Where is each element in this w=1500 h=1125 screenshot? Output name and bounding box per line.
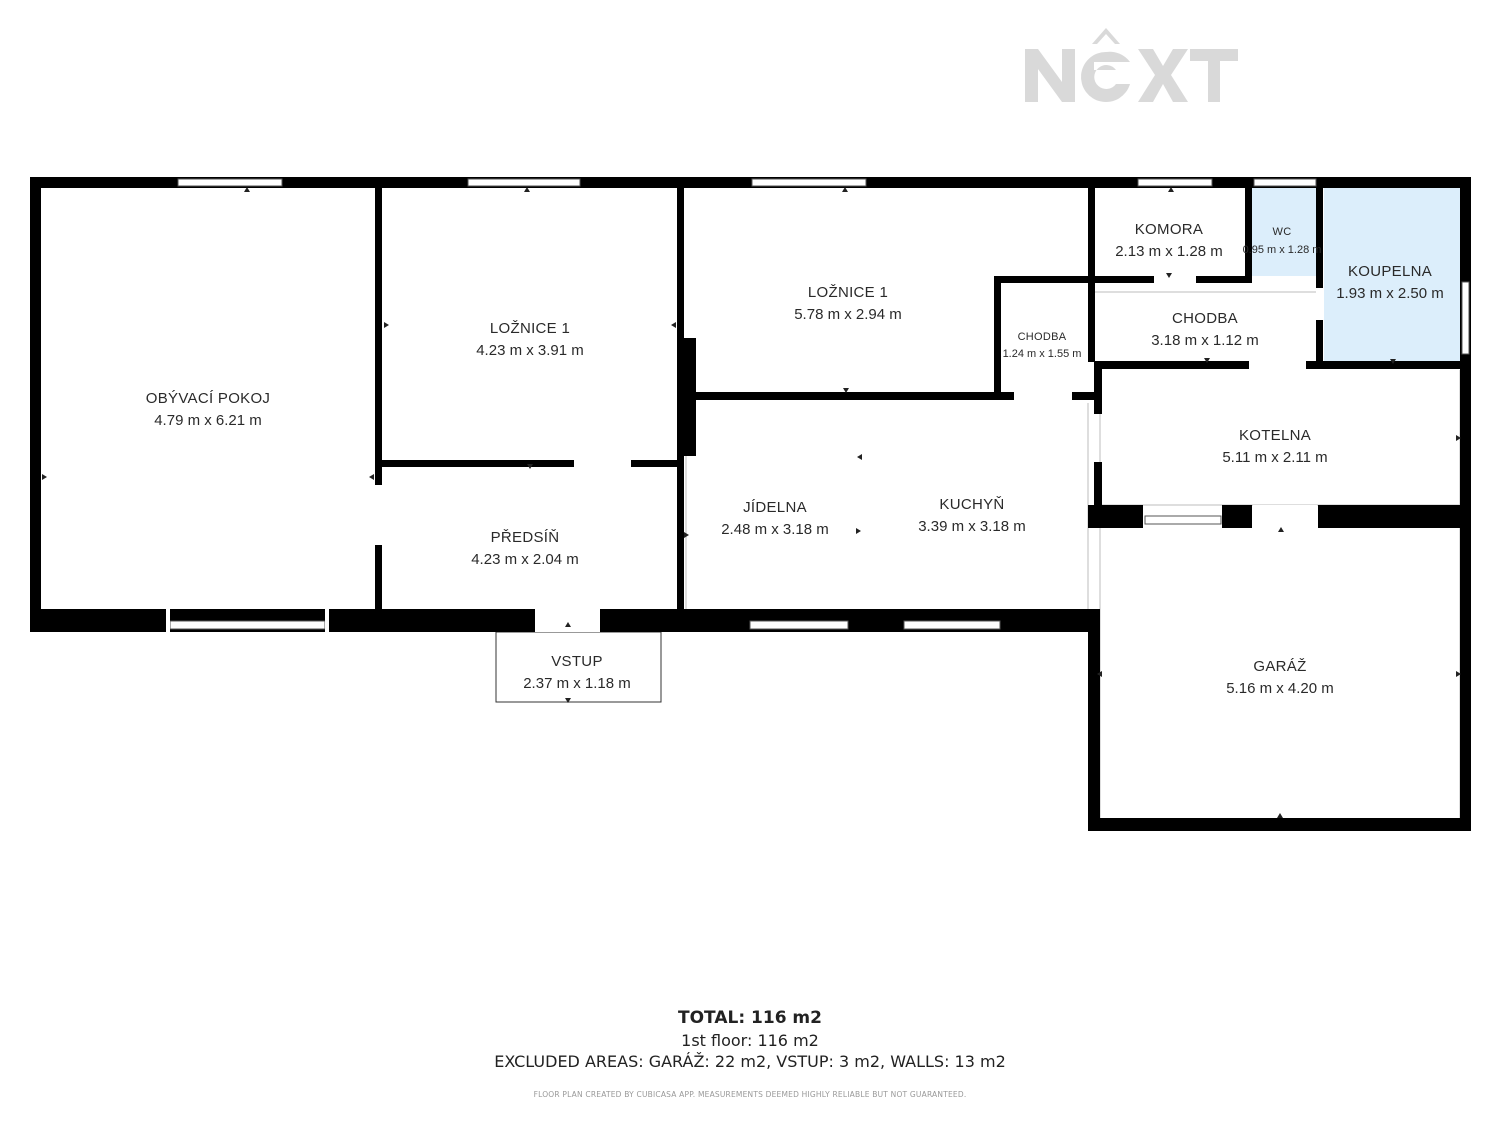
koupelna-fill (1324, 188, 1460, 361)
next-logo (1025, 28, 1238, 102)
room-dims: 5.16 m x 4.20 m (1226, 680, 1334, 697)
room-dims: 2.13 m x 1.28 m (1115, 243, 1223, 260)
room-predsin: PŘEDSÍŇ 4.23 m x 2.04 m (471, 529, 579, 568)
room-dims: 4.23 m x 2.04 m (471, 551, 579, 568)
room-kotelna: KOTELNA 5.11 m x 2.11 m (1222, 427, 1327, 466)
room-chodba-small: CHODBA 1.24 m x 1.55 m (1003, 331, 1082, 360)
room-komora: KOMORA 2.13 m x 1.28 m (1115, 221, 1223, 260)
room-jidelna: JÍDELNA 2.48 m x 3.18 m (721, 499, 829, 538)
total-area: TOTAL: 116 m2 (678, 1008, 822, 1028)
room-dims: 3.39 m x 3.18 m (918, 518, 1026, 535)
measurement-ticks (42, 187, 1461, 818)
room-name: LOŽNICE 1 (490, 320, 570, 337)
room-loznice-b: LOŽNICE 1 5.78 m x 2.94 m (794, 284, 902, 323)
walls (30, 177, 1471, 831)
room-name: KUCHYŇ (939, 496, 1004, 513)
room-name: WC (1273, 226, 1292, 238)
room-dims: 3.18 m x 1.12 m (1151, 332, 1259, 349)
room-name: CHODBA (1172, 310, 1238, 327)
room-name: LOŽNICE 1 (808, 284, 888, 301)
room-dims: 4.79 m x 6.21 m (154, 412, 262, 429)
room-vstup: VSTUP 2.37 m x 1.18 m (523, 653, 631, 692)
room-loznice-a: LOŽNICE 1 4.23 m x 3.91 m (476, 320, 584, 359)
room-wc: WC 0.95 m x 1.28 m (1243, 226, 1322, 256)
room-name: CHODBA (1018, 331, 1067, 343)
wc-fill (1252, 188, 1318, 276)
disclaimer: FLOOR PLAN CREATED BY CUBICASA APP. MEAS… (533, 1090, 967, 1099)
room-kuchyn: KUCHYŇ 3.39 m x 3.18 m (918, 496, 1026, 535)
windows (169, 178, 1470, 630)
room-dims: 2.48 m x 3.18 m (721, 521, 829, 538)
room-dims: 1.24 m x 1.55 m (1003, 348, 1082, 360)
room-name: GARÁŽ (1253, 658, 1306, 675)
room-dims: 1.93 m x 2.50 m (1336, 285, 1444, 302)
room-name: KOUPELNA (1348, 263, 1432, 280)
room-name: KOMORA (1135, 221, 1203, 238)
room-dims: 5.11 m x 2.11 m (1222, 449, 1327, 466)
room-name: OBÝVACÍ POKOJ (146, 390, 271, 407)
room-name: KOTELNA (1239, 427, 1311, 444)
room-name: JÍDELNA (743, 499, 807, 516)
room-obyvaci: OBÝVACÍ POKOJ 4.79 m x 6.21 m (146, 390, 271, 429)
room-dims: 0.95 m x 1.28 m (1243, 244, 1322, 256)
room-dims: 5.78 m x 2.94 m (794, 306, 902, 323)
room-dims: 4.23 m x 3.91 m (476, 342, 584, 359)
room-name: VSTUP (551, 653, 603, 670)
excluded-areas: EXCLUDED AREAS: GARÁŽ: 22 m2, VSTUP: 3 m… (494, 1052, 1006, 1071)
room-chodba: CHODBA 3.18 m x 1.12 m (1151, 310, 1259, 349)
room-koupelna: KOUPELNA 1.93 m x 2.50 m (1336, 263, 1444, 302)
room-dims: 2.37 m x 1.18 m (523, 675, 631, 692)
floor-area: 1st floor: 116 m2 (681, 1031, 819, 1050)
room-garaz: GARÁŽ 5.16 m x 4.20 m (1226, 658, 1334, 697)
room-name: PŘEDSÍŇ (491, 529, 560, 546)
